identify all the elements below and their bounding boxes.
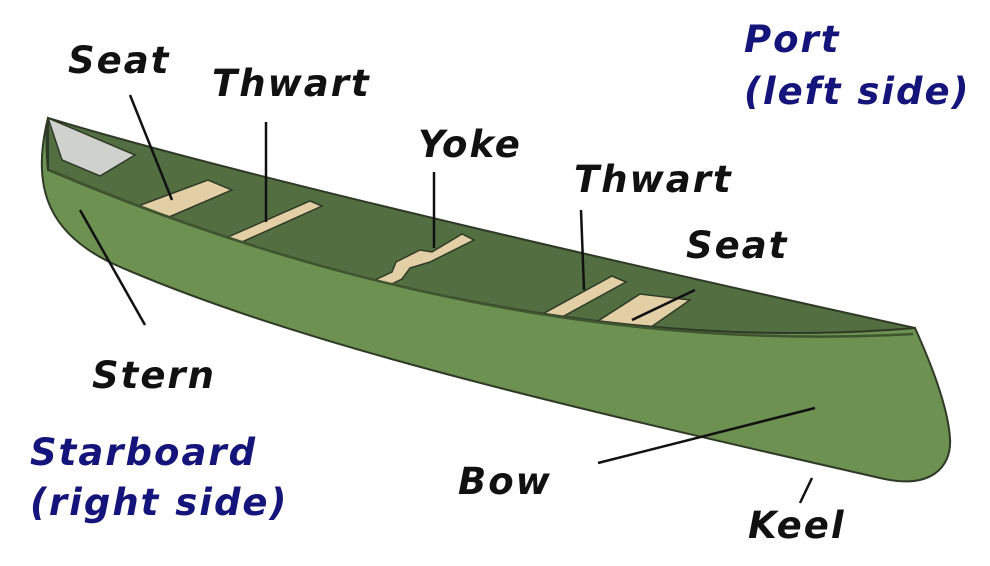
port-label-line1: Port <box>744 18 840 61</box>
part-labels: Seat Thwart Yoke Thwart Seat Stern Bow K… <box>68 39 846 547</box>
seat-bow-leader <box>631 288 696 322</box>
seat-stern-label: Seat <box>68 39 170 82</box>
thwart-stern-label: Thwart <box>212 62 371 105</box>
seat-bow-label: Seat <box>686 224 788 267</box>
keel-label: Keel <box>748 504 846 547</box>
stern-leader <box>78 209 147 326</box>
starboard-label-line1: Starboard <box>30 431 257 474</box>
seat-stern-leader <box>128 94 174 201</box>
starboard-label-line2: (right side) <box>30 481 288 524</box>
leader-lines <box>78 94 816 504</box>
keel-leader <box>798 477 814 504</box>
bow-label: Bow <box>458 460 552 503</box>
thwart-bow-leader <box>579 209 586 291</box>
port-label-line2: (left side) <box>744 70 971 113</box>
gunwale-line <box>49 168 914 338</box>
thwart-bow-label: Thwart <box>574 158 733 201</box>
stern-label: Stern <box>92 354 216 397</box>
side-labels: Port (left side) Starboard (right side) <box>30 18 971 524</box>
stern-deck-plate <box>46 116 137 177</box>
bow-leader <box>597 406 816 465</box>
canoe <box>40 116 952 483</box>
yoke-label: Yoke <box>418 123 522 166</box>
